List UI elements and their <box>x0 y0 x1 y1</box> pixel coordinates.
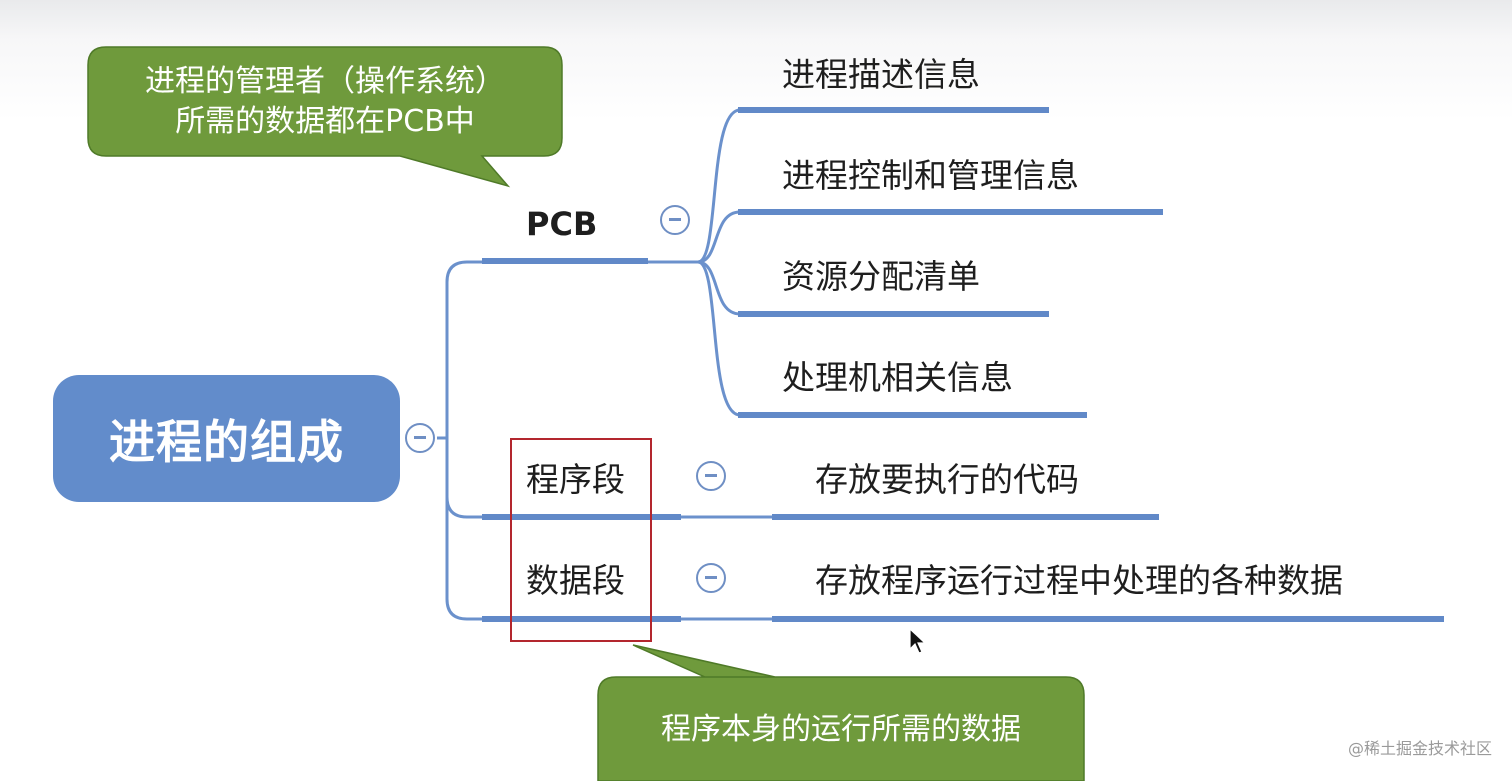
pcb-child-label: 进程描述信息 <box>782 55 980 94</box>
top-callout-line2: 所需的数据都在PCB中 <box>175 104 475 139</box>
branch-pcb-underline <box>482 258 648 264</box>
program-segment-collapse-icon[interactable] <box>696 461 726 491</box>
top-callout-bubble <box>87 46 563 188</box>
branch-data-segment-underline <box>482 616 681 622</box>
pcb-child-label: 资源分配清单 <box>782 257 980 296</box>
data-segment-child-underline <box>772 616 1444 622</box>
bottom-callout-bubble <box>597 644 1085 781</box>
pcb-child-underline <box>738 412 1087 418</box>
root-label: 进程的组成 <box>109 414 344 469</box>
pcb-child-label: 处理机相关信息 <box>782 358 1013 397</box>
watermark: @稀土掘金技术社区 <box>1347 739 1492 758</box>
pcb-child-underline <box>738 311 1049 317</box>
branch-program-segment-label: 程序段 <box>526 460 625 499</box>
branch-data-segment-label: 数据段 <box>526 561 625 600</box>
data-segment-collapse-icon[interactable] <box>696 563 726 593</box>
data-segment-child-label: 存放程序运行过程中处理的各种数据 <box>815 561 1343 600</box>
mouse-cursor-icon <box>909 628 927 654</box>
bottom-callout-text: 程序本身的运行所需的数据 <box>661 712 1021 747</box>
branch-pcb-label: PCB <box>526 205 598 243</box>
highlight-box <box>510 438 652 642</box>
pcb-child-underline <box>738 107 1049 113</box>
pcb-collapse-icon[interactable] <box>660 205 690 235</box>
program-segment-child-underline <box>772 514 1159 520</box>
branch-program-segment-underline <box>482 514 681 520</box>
pcb-child-label: 进程控制和管理信息 <box>782 156 1079 195</box>
pcb-child-underline <box>738 209 1163 215</box>
root-node[interactable]: 进程的组成 <box>53 375 400 502</box>
top-callout-line1: 进程的管理者（操作系统） <box>145 64 505 99</box>
root-collapse-icon[interactable] <box>405 423 435 453</box>
program-segment-child-label: 存放要执行的代码 <box>815 460 1079 499</box>
